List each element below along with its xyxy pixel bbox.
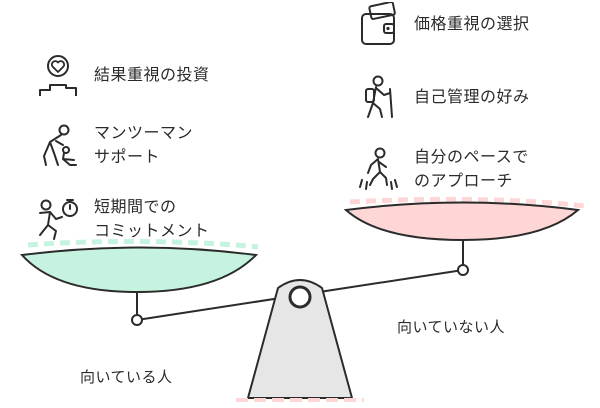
right-pan	[343, 201, 581, 242]
left-item-1-label: 結果重視の投資	[94, 65, 210, 84]
walking-person-icon	[359, 147, 398, 190]
left-pan-highlight	[27, 238, 259, 250]
personal-trainer-icon	[43, 124, 77, 166]
left-pan	[19, 246, 259, 294]
right-item-1-label: 価格重視の選択	[414, 14, 530, 33]
left-item-2-label: マンツーマン サポート	[94, 123, 194, 166]
hiker-icon	[365, 75, 393, 118]
heart-podium-icon	[39, 55, 77, 96]
right-item-2-label: 自己管理の好み	[414, 87, 530, 106]
right-pivot	[457, 264, 469, 276]
fulcrum	[247, 279, 353, 399]
right-item-3-label: 自分のペースで のアプローチ	[414, 147, 529, 190]
left-item-3-label: 短期間での コミットメント	[94, 197, 210, 240]
right-item-3: 自分のペースで のアプローチ	[356, 145, 529, 193]
right-caption: 向いていない人	[397, 318, 506, 336]
left-item-3: 短期間での コミットメント	[36, 195, 210, 243]
running-stopwatch-icon	[39, 199, 78, 240]
right-item-2: 自己管理の好み	[356, 75, 530, 119]
left-item-2: マンツーマン サポート	[36, 121, 193, 169]
wallet-icon	[361, 2, 396, 45]
left-item-1: 結果重視の投資	[36, 53, 210, 97]
right-item-1: 価格重視の選択	[356, 2, 530, 46]
right-pan-highlight	[349, 196, 585, 209]
left-pivot	[131, 314, 143, 326]
left-caption: 向いている人	[80, 368, 173, 386]
fulcrum-bolt	[288, 285, 312, 309]
